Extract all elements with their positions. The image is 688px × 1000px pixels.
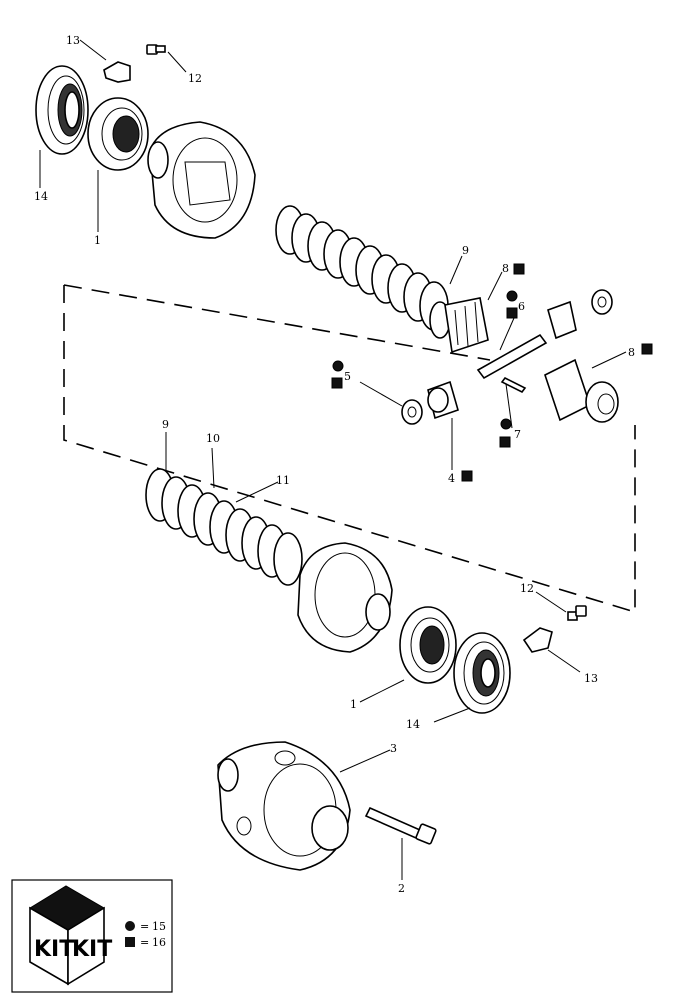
part-7-pin [500,376,527,394]
part-13-clip-upper [103,61,131,83]
kit-cube-right [67,906,105,986]
part-6-shaft [476,333,548,380]
callout-14: 14 [34,190,48,203]
square-marker [499,436,511,448]
callout-9: 9 [162,418,169,431]
callout-10: 10 [206,432,220,445]
part-8-side-gear-upper [429,297,489,354]
part-12-bolt-upper [146,44,166,55]
callout-7: 7 [514,428,521,441]
assembly-boundary [63,284,636,614]
callout-9: 9 [462,244,469,257]
leader-lines [39,39,627,880]
callout-14: 14 [406,718,420,731]
differential-half-case-lower [297,542,393,653]
callout-4: 4 [448,472,455,485]
callout-12: 12 [520,582,534,595]
part-1-bearing-upper [87,97,149,171]
legend-square-ref: 16 [152,936,166,949]
square-marker [331,377,343,389]
part-12-bolt-lower [567,605,587,621]
legend-equals: = [140,920,149,933]
legend-equals: = [140,936,149,949]
callout-5: 5 [344,370,351,383]
square-marker [513,263,525,275]
legend-circle-ref: 15 [152,920,166,933]
callout-2: 2 [398,882,405,895]
legend-square-icon [125,937,135,947]
kit-legend: KIT KIT = 15 = 16 [11,879,173,993]
callout-1: 1 [94,234,101,247]
part-5-washer [401,399,423,425]
part-3-differential-case [217,741,351,871]
legend-circle-icon [125,921,135,931]
callout-13: 13 [66,34,80,47]
part-4-pinion [427,380,459,420]
callout-11: 11 [276,474,290,487]
clutch-pack-upper [275,205,449,331]
part-14-ring-upper [35,65,89,155]
circle-marker [506,290,518,302]
part-2-bolt [364,806,437,845]
kit-label-left: KIT [34,937,74,962]
circle-marker [332,360,344,372]
square-marker [641,343,653,355]
callout-8: 8 [628,346,635,359]
kit-label-right: KIT [72,937,112,962]
part-1-bearing-lower [399,606,457,684]
callout-3: 3 [390,742,397,755]
pinion-gear-right [547,289,613,340]
callout-6: 6 [518,300,525,313]
callout-8: 8 [502,262,509,275]
callout-12: 12 [188,72,202,85]
callout-13: 13 [584,672,598,685]
part-14-ring-lower [453,632,511,714]
square-marker [461,470,473,482]
callout-labels: 13 12 14 1 9 8 6 8 5 7 4 9 10 11 12 13 1… [34,34,635,895]
clutch-pack-lower [145,468,303,586]
circle-marker [500,418,512,430]
part-13-clip-lower [522,627,553,653]
callout-1: 1 [350,698,357,711]
part-8-side-gear-right [544,358,619,423]
kit-markers [331,263,653,482]
differential-half-case-upper [147,121,256,239]
square-marker [506,307,518,319]
